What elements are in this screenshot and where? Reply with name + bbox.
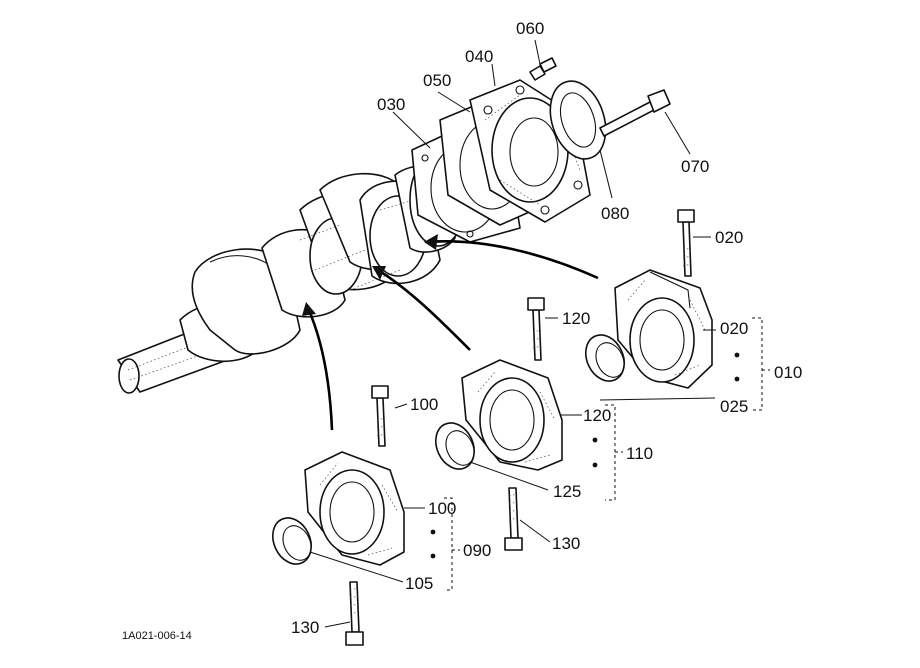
bearing-105 [271, 517, 313, 565]
label-030: 030 [377, 95, 405, 114]
label-100-bolt: 100 [410, 395, 438, 414]
label-110: 110 [626, 444, 653, 463]
label-105: 105 [405, 574, 433, 593]
label-130-lower: 130 [291, 618, 319, 637]
label-040: 040 [465, 47, 493, 66]
crankshaft [117, 153, 467, 394]
main-bearing-case-090 [304, 451, 405, 566]
label-070: 070 [681, 157, 709, 176]
label-060: 060 [516, 19, 544, 38]
drawing-code: 1A021-006-14 [122, 630, 192, 642]
assembly-brackets [430, 317, 770, 591]
label-020-case: 020 [720, 319, 748, 338]
label-090: 090 [463, 541, 491, 560]
bearing-125 [434, 422, 476, 470]
bolt-120 [527, 297, 545, 361]
part-labels: 060 040 050 030 070 080 020 120 020 010 … [291, 19, 802, 637]
leader-lines [309, 39, 716, 628]
label-025: 025 [720, 397, 748, 416]
bolt-020 [677, 209, 695, 277]
bolt-100 [371, 385, 389, 447]
label-130-upper: 130 [552, 534, 580, 553]
label-100-case: 100 [428, 499, 456, 518]
bolt-070 [599, 89, 671, 137]
bearing-025 [584, 334, 626, 382]
label-050: 050 [423, 71, 451, 90]
main-bearing-case-010 [614, 269, 713, 389]
bolt-130-lower [345, 581, 364, 646]
screw-060 [529, 57, 557, 81]
oil-seal-080 [549, 80, 607, 160]
label-010: 010 [774, 363, 802, 382]
assembly-arrows [302, 234, 599, 431]
bolt-130-upper [504, 487, 523, 551]
main-bearing-case-110 [461, 359, 563, 471]
label-120-bolt: 120 [562, 309, 590, 328]
label-125: 125 [553, 482, 581, 501]
label-120-case: 120 [583, 406, 611, 425]
label-020-bolt: 020 [715, 228, 743, 247]
label-080: 080 [601, 204, 629, 223]
